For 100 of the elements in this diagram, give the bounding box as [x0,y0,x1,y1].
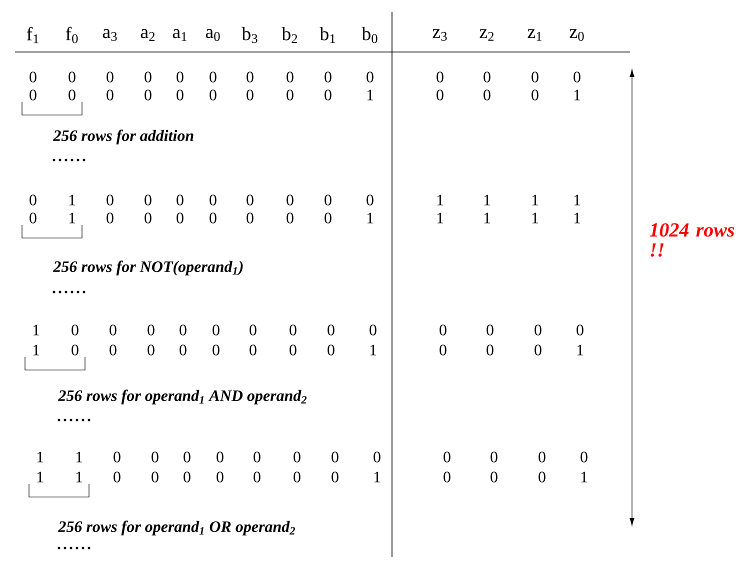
table-cell: 0 [68,72,76,82]
table-cell: 0 [184,452,190,462]
table-cell: 1 [574,212,580,224]
table-cell: 1 [581,472,588,482]
header-cell: a$_{0}$ [206,29,220,41]
table-cell: 0 [246,212,254,224]
table-cell: 0 [148,324,154,336]
header-cell: a$_{3}$ [102,29,117,41]
table-cell: 1 [370,344,376,356]
table-cell: 0 [30,194,36,206]
table-cell: 0 [72,324,78,336]
table-cell: 1 [33,324,40,336]
header-cell: z$_{0}$ [570,29,584,41]
table-cell: 0 [254,452,260,462]
table-cell: 0 [110,324,116,336]
header-cell: b$_{0}$ [362,26,378,44]
table-cell: 0 [286,194,294,206]
table-cell: 1 [76,452,82,462]
header-cell: b$_{1}$ [320,27,336,43]
table-cell: 0 [490,472,498,482]
table-cell: 0 [246,72,254,82]
table-cell: 0 [176,90,184,100]
table-cell: 1 [484,194,490,206]
table-cell: 0 [144,212,152,224]
table-cell: 0 [324,194,332,206]
table-cell: 0 [176,212,184,224]
table-cell: 1 [532,212,538,224]
table-cell: 0 [250,344,256,356]
table-cell: 1 [76,472,82,482]
table-cell: 0 [246,90,254,100]
table-cell: 0 [30,72,36,82]
table-cell: 0 [532,72,538,82]
table-cell: 1 [367,212,374,224]
table-cell: 1 [37,472,44,482]
table-cell: 1 [574,90,580,100]
table-cell: 0 [210,194,216,206]
table-cell: 0 [144,72,152,82]
table-cell: 0 [212,324,220,336]
table-cell: 0 [144,194,152,206]
header-cell: z$_{3}$ [432,29,447,41]
table-cell: 0 [574,72,580,82]
table-cell: 0 [286,90,294,100]
table-cell: 0 [106,194,114,206]
table-cell: 1 [437,212,444,224]
table-cell: 0 [370,324,376,336]
table-cell: 1 [577,344,584,356]
table-cell: 0 [152,452,158,462]
table-cell: 0 [176,72,184,82]
table-cell: 0 [254,472,260,482]
table-cell: 0 [148,344,154,356]
table-cell: 0 [328,324,334,336]
table-cell: 0 [250,324,256,336]
header-cell: f$_{0}$ [66,26,78,44]
header-cell: a$_{1}$ [172,29,186,41]
table-cell: 0 [484,72,490,82]
table-cell: 1 [437,194,444,206]
header-cell: f$_{1}$ [26,26,38,44]
table-cell: 0 [328,344,334,356]
table-cell: 0 [366,72,374,82]
header-cell: b$_{3}$ [242,26,258,44]
header-cell: z$_{1}$ [528,29,542,41]
table-cell: 0 [486,324,494,336]
table-cell: 0 [436,90,444,100]
table-cell: 1 [374,472,380,482]
table-cell: 0 [440,344,446,356]
table-cell: 0 [486,344,494,356]
table-cell: 0 [444,452,450,462]
table-cell: 1 [574,194,580,206]
table-cell: 0 [180,324,186,336]
table-cell: 0 [534,344,542,356]
table-cell: 0 [68,90,76,100]
table-cell: 0 [72,344,78,356]
table-cell: 1 [37,452,44,462]
table-cell: 0 [106,72,114,82]
table-cell: 1 [69,194,76,206]
table-cell: 0 [324,90,332,100]
table-cell: 0 [210,72,216,82]
table-cell: 1 [532,194,538,206]
note-text: 256 rows for addition [53,130,194,144]
table-cell: 0 [152,472,158,482]
table-cell: 0 [294,472,300,482]
table-cell: 0 [290,344,296,356]
table-cell: 0 [580,452,588,462]
table-cell: 0 [444,472,450,482]
note-text: 256 rows for operand$_{1}$ OR operand$_{2}$ [58,520,295,536]
table-cell: 0 [114,452,120,462]
table-cell: 0 [576,324,584,336]
table-cell: 0 [286,212,294,224]
table-cell: 0 [436,72,444,82]
table-cell: 0 [210,90,216,100]
table-cell: 0 [332,472,338,482]
table-cell: 0 [286,72,294,82]
table-cell: 0 [490,452,498,462]
note-text: 256 rows for operand$_{1}$ AND operand$_{2}$ [58,390,307,404]
table-cell: 0 [184,472,190,482]
table-cell: 0 [532,90,538,100]
table-cell: 0 [216,452,224,462]
table-cell: 0 [366,194,374,206]
table-cell: 0 [212,344,220,356]
table-cell: 0 [440,324,446,336]
